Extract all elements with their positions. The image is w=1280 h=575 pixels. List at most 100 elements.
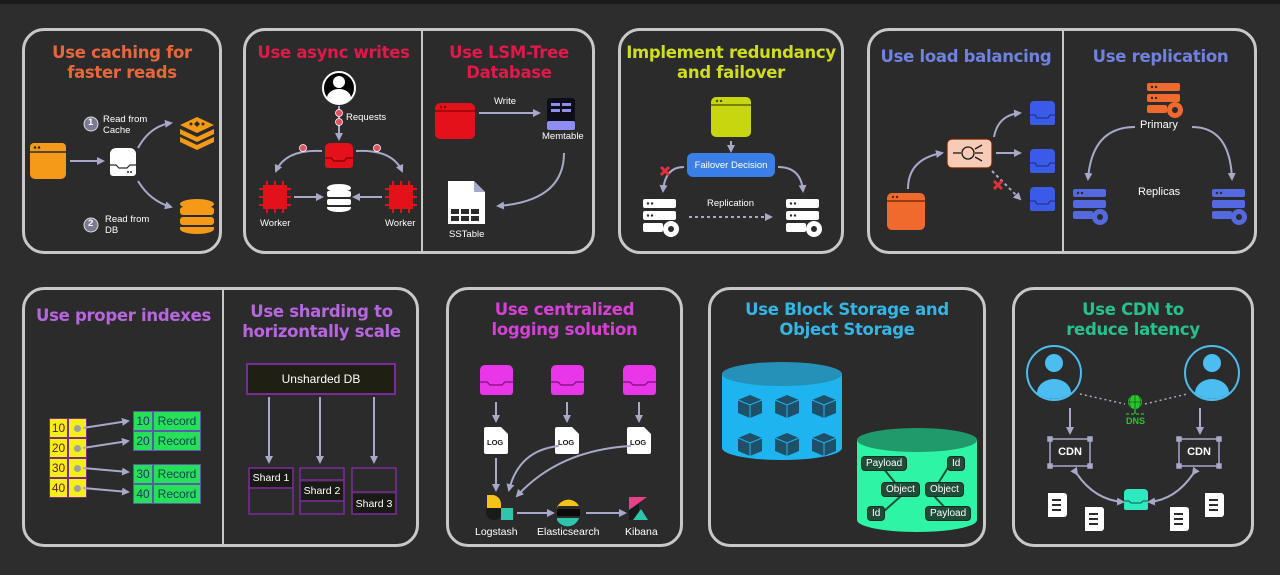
step-1-line2: Cache [103, 125, 131, 136]
storage-title: Use Block Storage and Object Storage [711, 300, 983, 340]
cdn-title-line1: Use CDN to [1082, 300, 1184, 319]
sharding-title-line2: horizontally scale [242, 322, 401, 341]
arrow [659, 166, 685, 193]
index-key-cell: 30 [49, 458, 68, 478]
memtable-label: Memtable [542, 131, 584, 142]
cdn-title-line2: reduce latency [1066, 320, 1200, 339]
sharding-title-line1: Use sharding to [250, 302, 393, 321]
caching-title-line1: Use caching for [52, 43, 192, 62]
redundancy-title: Implement redundancy and failover [621, 43, 841, 83]
cdn-left-label: CDN [1058, 446, 1082, 458]
step-1-line1: Read from [103, 114, 148, 125]
server-icon [1030, 101, 1055, 211]
indexes-sharding-diagram [82, 397, 397, 515]
primary-server-icon [1147, 83, 1183, 118]
panel-logging: Use centralized logging solution [446, 287, 683, 547]
failed-arrow [991, 170, 1022, 201]
load-balancing-title: Use load balancing [880, 47, 1052, 66]
panel-storage: Use Block Storage and Object Storage [708, 287, 986, 547]
caching-diagram [30, 116, 214, 234]
record-value-cell: Record [153, 484, 201, 504]
index-key-cell: 20 [49, 438, 68, 458]
app-window-icon [711, 97, 751, 137]
object-tag-id: Id [867, 506, 886, 521]
arrow [82, 437, 130, 449]
replication-title: Use replication [1092, 47, 1229, 66]
async-writes-title: Use async writes [257, 43, 410, 62]
worker-left-label: Worker [260, 218, 291, 229]
cdn-diagram [1026, 345, 1240, 531]
log-label: LOG [487, 438, 504, 447]
arrow [355, 149, 404, 173]
requests-label: Requests [346, 112, 387, 123]
lb-replication-diagram [887, 83, 1247, 230]
memtable-icon [547, 98, 575, 130]
panel-redundancy: Implement redundancy and failover [618, 28, 844, 254]
panel-indexes-sharding: Use proper indexes Use sharding to horiz… [22, 287, 419, 547]
object-tag-object: Object [925, 482, 964, 497]
failure-x-icon [992, 179, 1004, 191]
database-icon [180, 199, 214, 234]
index-key-cell: 40 [49, 478, 68, 498]
worker-cpu-icon-right [385, 181, 417, 213]
elasticsearch-icon [557, 499, 580, 527]
arrow [137, 119, 173, 149]
record-value-cell: Record [153, 411, 201, 431]
load-balancer-icon [946, 138, 993, 169]
elasticsearch-label: Elasticsearch [537, 526, 600, 538]
panel-divider [222, 290, 224, 544]
shard-2-box [299, 467, 345, 515]
object-tag-id: Id [947, 456, 966, 471]
record-key-cell: 30 [133, 464, 153, 484]
arrow [82, 417, 130, 429]
log-file-icons [484, 427, 651, 454]
worker-right-label: Worker [385, 218, 416, 229]
message-dot [373, 144, 381, 152]
storage-title-line1: Use Block Storage and [745, 300, 949, 319]
logstash-label: Logstash [475, 526, 518, 538]
dns-globe-icon [1126, 395, 1144, 415]
panel-caching: Use caching for faster reads [22, 28, 222, 254]
user-avatar-right [1184, 345, 1240, 401]
queue-server-icon [325, 143, 353, 168]
storage-title-line2: Object Storage [779, 320, 915, 339]
shard-2-label: Shard 2 [301, 482, 343, 500]
redundancy-title-line2: and failover [677, 63, 785, 82]
logstash-icon [485, 495, 513, 521]
write-label: Write [494, 96, 516, 107]
arrow [506, 445, 560, 492]
request-dot [335, 109, 343, 117]
arrow [82, 467, 130, 476]
arrow [274, 149, 323, 173]
redundancy-diagram [643, 97, 822, 237]
lsm-title-line2: Database [466, 63, 552, 82]
user-icon [322, 71, 356, 105]
shard-3-box [351, 467, 397, 515]
step-2-number: 2 [88, 218, 94, 229]
step-2-label: Read from DB [105, 214, 149, 236]
step-1-label: Read from Cache [103, 114, 147, 136]
shard-1-label: Shard 1 [250, 469, 292, 487]
database-icon [327, 184, 351, 212]
shard-3-label: Shard 3 [353, 494, 395, 513]
dns-link [1144, 393, 1188, 405]
arrow [137, 180, 173, 210]
message-dot [299, 144, 307, 152]
record-value-cell: Record [153, 431, 201, 451]
panel-lb-replication: Use load balancing Use replication [867, 28, 1257, 254]
logging-diagram [480, 365, 656, 527]
indexes-title: Use proper indexes [36, 306, 211, 325]
arrow [1084, 126, 1136, 181]
sharding-title: Use sharding to horizontally scale [224, 302, 419, 342]
failover-decision-label: Failover Decision [694, 160, 768, 171]
lsm-title: Use LSM-Tree Database [423, 43, 595, 83]
logging-title: Use centralized logging solution [449, 300, 680, 340]
step-1-number: 1 [88, 117, 94, 128]
unsharded-db-box: Unsharded DB [246, 363, 396, 395]
browser-window-icon [30, 143, 66, 179]
record-key-cell: 20 [133, 431, 153, 451]
panel-cdn: Use CDN to reduce latency [1012, 287, 1254, 547]
kibana-label: Kibana [625, 526, 658, 538]
replica-server-icon-left [1073, 189, 1108, 225]
cdn-title: Use CDN to reduce latency [1015, 300, 1251, 340]
